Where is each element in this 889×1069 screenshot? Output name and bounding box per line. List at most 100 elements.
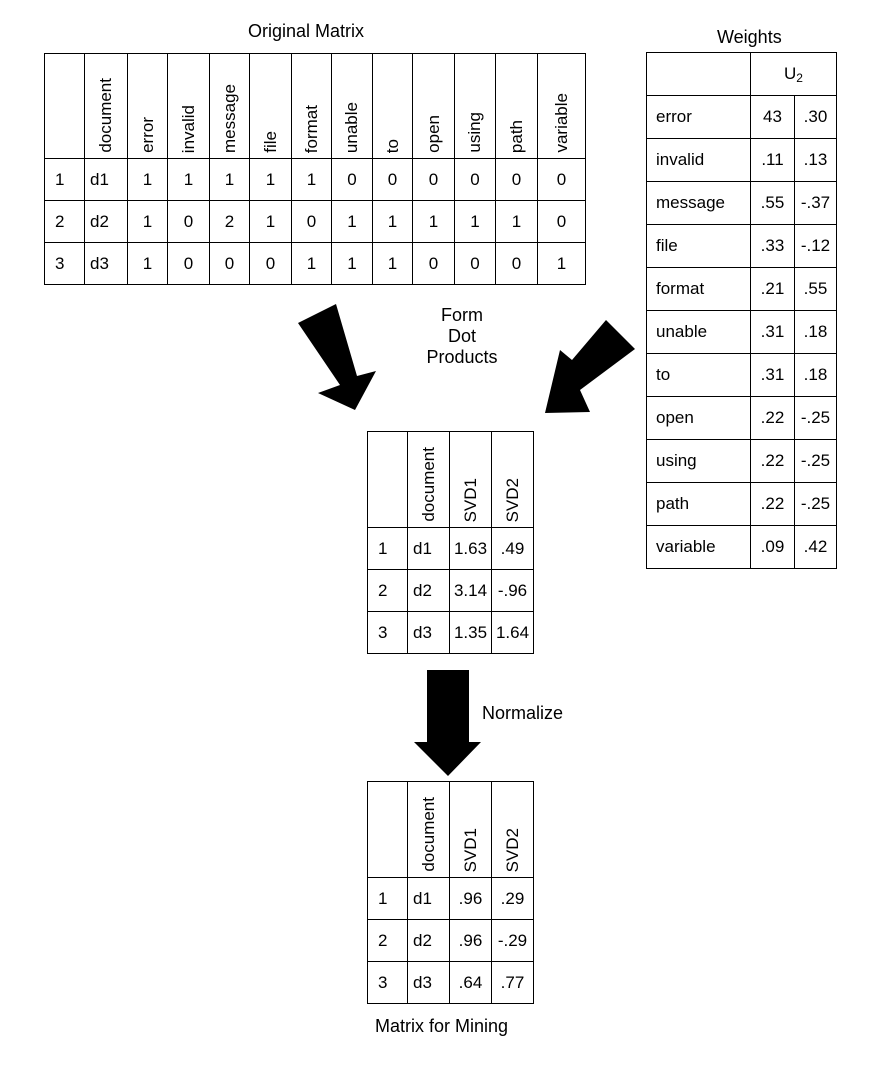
- weight-value: 43: [750, 95, 795, 139]
- term-cell: using: [646, 439, 751, 483]
- row-index: 3: [367, 961, 408, 1004]
- matrix-cell: 1: [127, 200, 168, 243]
- svd-matrix-header-row: document SVD1 SVD2: [367, 431, 534, 528]
- svd2-cell: .77: [491, 961, 534, 1004]
- column-header: error: [127, 53, 168, 159]
- svd2-cell: 1.64: [491, 611, 534, 654]
- column-header: invalid: [167, 53, 210, 159]
- weight-value: .31: [750, 310, 795, 354]
- matrix-cell: 0: [167, 200, 210, 243]
- arrow-from-original-matrix: [298, 304, 376, 410]
- column-header: variable: [537, 53, 586, 159]
- mining-matrix-table: document SVD1 SVD2 1 d1 .96 .29 2 d2 .96…: [367, 781, 534, 1004]
- row-index: 3: [367, 611, 408, 654]
- document-cell: d3: [407, 611, 450, 654]
- svd2-cell: -.29: [491, 919, 534, 962]
- svd1-cell: .96: [449, 877, 492, 920]
- matrix-cell: 0: [412, 242, 455, 285]
- column-header: SVD1: [449, 781, 492, 878]
- weights-corner-cell: [646, 52, 751, 96]
- row-index: 2: [44, 200, 85, 243]
- matrix-cell: 1: [331, 242, 373, 285]
- weight-value: .09: [750, 525, 795, 569]
- table-row: 3 d3 1.35 1.64: [367, 611, 534, 654]
- matrix-cell: 1: [167, 158, 210, 201]
- table-row: 2 d2 3.14 -.96: [367, 569, 534, 612]
- svd2-cell: .49: [491, 527, 534, 570]
- matrix-cell: 1: [249, 158, 292, 201]
- term-cell: format: [646, 267, 751, 311]
- document-cell: d1: [407, 527, 450, 570]
- matrix-cell: 0: [291, 200, 332, 243]
- table-row: 1 d1 1 1 1 1 1 0 0 0 0 0 0: [44, 158, 586, 201]
- weight-value: -.25: [794, 439, 837, 483]
- weight-value: .55: [750, 181, 795, 225]
- row-index: 2: [367, 919, 408, 962]
- table-row: using.22-.25: [646, 439, 837, 483]
- weight-value: .18: [794, 353, 837, 397]
- matrix-cell: 1: [291, 242, 332, 285]
- column-header: path: [495, 53, 538, 159]
- matrix-cell: 0: [537, 200, 586, 243]
- mining-matrix-header-row: document SVD1 SVD2: [367, 781, 534, 878]
- matrix-cell: 1: [412, 200, 455, 243]
- column-header: document: [407, 431, 450, 528]
- matrix-cell: 0: [412, 158, 455, 201]
- document-cell: d1: [84, 158, 128, 201]
- matrix-cell: 1: [537, 242, 586, 285]
- table-row: path.22-.25: [646, 482, 837, 526]
- matrix-cell: 0: [249, 242, 292, 285]
- form-dot-products-label: Form Dot Products: [420, 305, 504, 368]
- matrix-cell: 1: [291, 158, 332, 201]
- weight-value: -.12: [794, 224, 837, 268]
- document-cell: d3: [407, 961, 450, 1004]
- original-matrix-corner-cell: [44, 53, 85, 159]
- column-header: using: [454, 53, 496, 159]
- matrix-cell: 0: [454, 242, 496, 285]
- svd1-cell: .64: [449, 961, 492, 1004]
- form-label: Form: [441, 305, 483, 325]
- term-cell: file: [646, 224, 751, 268]
- mining-matrix-title: Matrix for Mining: [375, 1016, 509, 1036]
- document-cell: d2: [84, 200, 128, 243]
- term-cell: unable: [646, 310, 751, 354]
- column-header: message: [209, 53, 250, 159]
- column-header: open: [412, 53, 455, 159]
- svd1-cell: 3.14: [449, 569, 492, 612]
- term-cell: path: [646, 482, 751, 526]
- svd-corner-cell: [367, 431, 408, 528]
- svd2-cell: -.96: [491, 569, 534, 612]
- svd1-cell: .96: [449, 919, 492, 962]
- svd1-cell: 1.63: [449, 527, 492, 570]
- weight-value: -.37: [794, 181, 837, 225]
- matrix-cell: 1: [372, 242, 413, 285]
- table-row: 2 d2 .96 -.29: [367, 919, 534, 962]
- weight-value: .22: [750, 482, 795, 526]
- column-header: SVD2: [491, 431, 534, 528]
- table-row: open.22-.25: [646, 396, 837, 440]
- term-cell: variable: [646, 525, 751, 569]
- term-cell: to: [646, 353, 751, 397]
- matrix-cell: 0: [454, 158, 496, 201]
- weight-value: .18: [794, 310, 837, 354]
- weight-value: .42: [794, 525, 837, 569]
- table-row: variable.09.42: [646, 525, 837, 569]
- table-row: 1 d1 1.63 .49: [367, 527, 534, 570]
- svd1-cell: 1.35: [449, 611, 492, 654]
- table-row: 3 d3 .64 .77: [367, 961, 534, 1004]
- matrix-cell: 1: [372, 200, 413, 243]
- matrix-cell: 0: [209, 242, 250, 285]
- matrix-cell: 2: [209, 200, 250, 243]
- svd2-cell: .29: [491, 877, 534, 920]
- column-header: to: [372, 53, 413, 159]
- row-index: 3: [44, 242, 85, 285]
- column-header: file: [249, 53, 292, 159]
- table-row: 2 d2 1 0 2 1 0 1 1 1 1 1 0: [44, 200, 586, 243]
- weight-value: .22: [750, 439, 795, 483]
- row-index: 1: [44, 158, 85, 201]
- table-row: message.55-.37: [646, 181, 837, 225]
- original-matrix-header-row: document error invalid message file form…: [44, 53, 586, 159]
- term-cell: open: [646, 396, 751, 440]
- weights-header-cell: U2: [750, 52, 837, 96]
